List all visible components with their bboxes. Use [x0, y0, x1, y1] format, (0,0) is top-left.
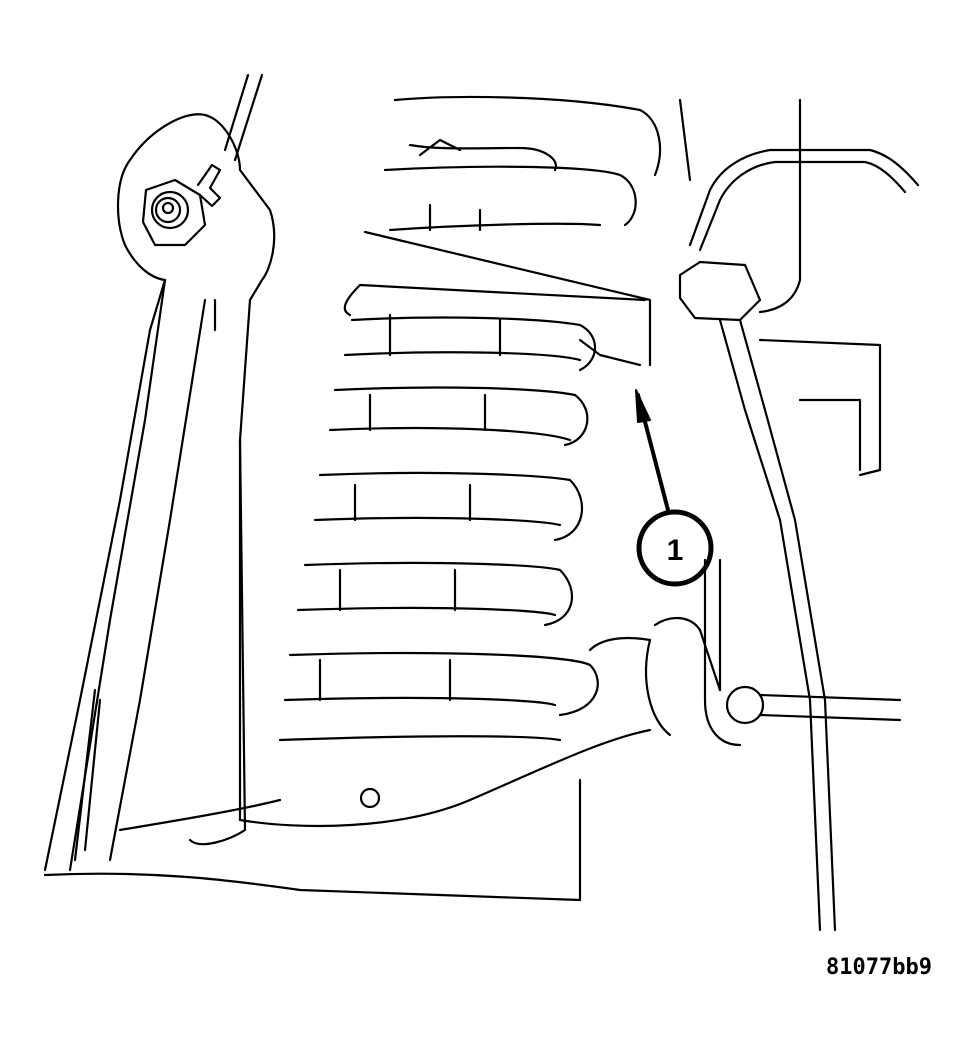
callout-1: 1	[635, 389, 714, 587]
knuckle-arm	[43, 73, 276, 872]
brake-hose-and-link	[644, 98, 920, 932]
ball-joint-nut	[141, 163, 222, 247]
callout-1-number: 1	[667, 534, 684, 567]
lower-control-arm	[43, 636, 652, 902]
coil-spring	[278, 95, 662, 742]
figure-id-label: 81077bb9	[826, 955, 932, 980]
